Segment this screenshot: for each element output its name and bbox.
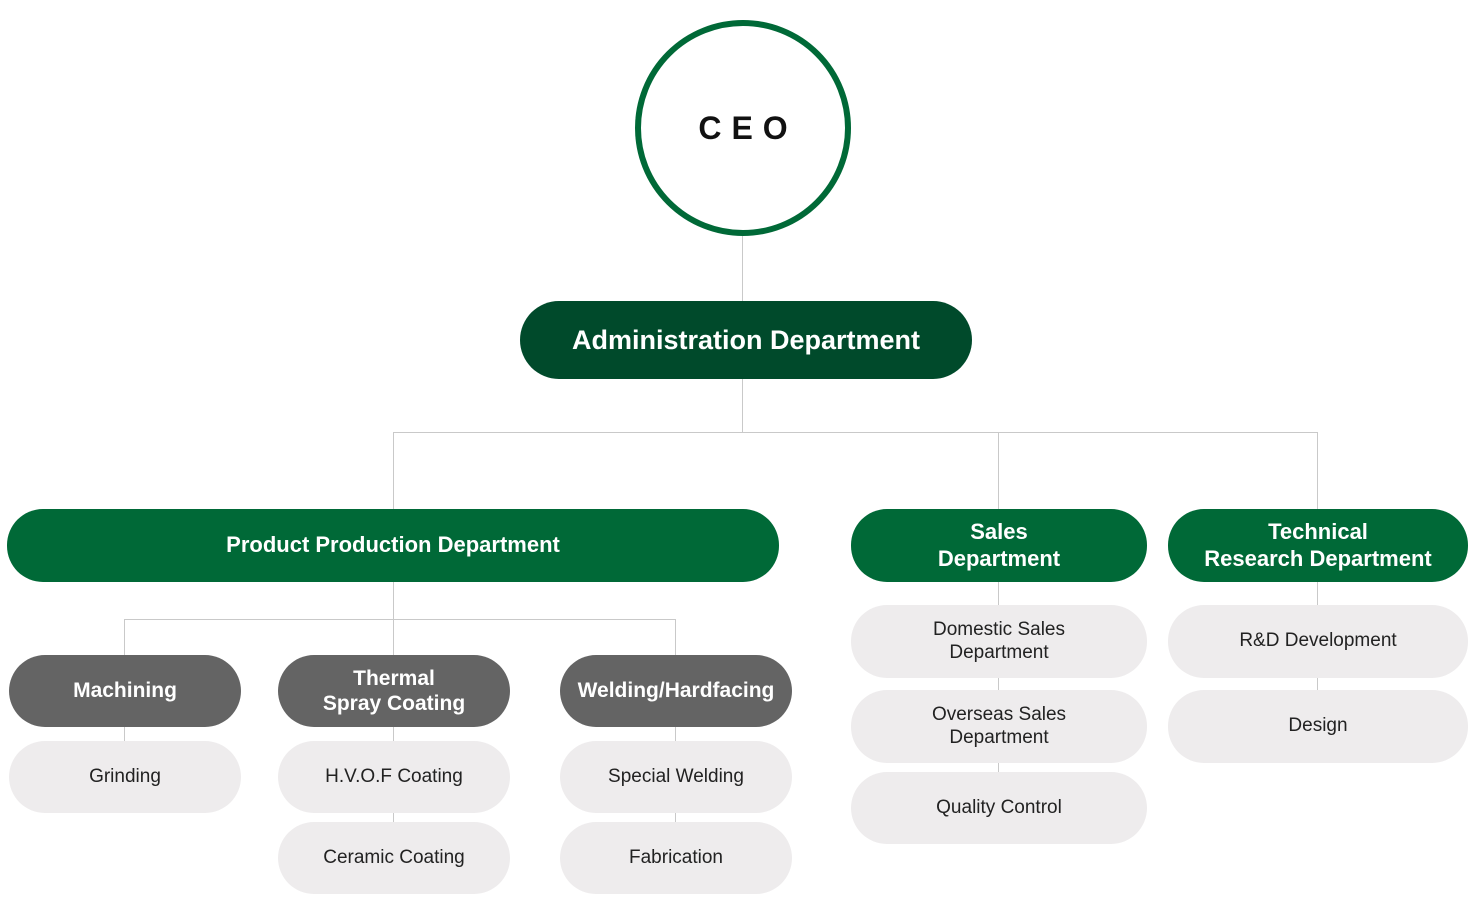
design-unit-node: Design [1168,690,1468,763]
connector-machining [124,619,125,655]
machining-team-node: Machining [9,655,241,727]
ceramic-coating-unit-node: Ceramic Coating [278,822,510,894]
quality-control-unit-node: Quality Control [851,772,1147,844]
connector-production [393,432,394,509]
connector-machining-units [124,727,125,741]
connector-department-bus [393,432,1318,433]
connector-welding [675,619,676,655]
domestic-sales-unit-node: Domestic Sales Department [851,605,1147,678]
connector-production-bus [393,582,394,620]
connector-team-bus [124,619,676,620]
special-welding-unit-node: Special Welding [560,741,792,813]
overseas-sales-unit-node: Overseas Sales Department [851,690,1147,763]
sales-department-node: Sales Department [851,509,1147,582]
connector-technical [1317,432,1318,509]
rnd-development-unit-node: R&D Development [1168,605,1468,678]
connector-thermal [393,619,394,655]
connector-ceo-admin [742,236,743,301]
administration-department-node: Administration Department [520,301,972,379]
connector-admin-bus [742,379,743,433]
hvof-coating-unit-node: H.V.O.F Coating [278,741,510,813]
thermal-spray-coating-team-node: Thermal Spray Coating [278,655,510,727]
technical-research-department-node: Technical Research Department [1168,509,1468,582]
ceo-node: CEO [635,20,851,236]
product-production-department-node: Product Production Department [7,509,779,582]
welding-hardfacing-team-node: Welding/Hardfacing [560,655,792,727]
connector-sales [998,432,999,509]
grinding-unit-node: Grinding [9,741,241,813]
fabrication-unit-node: Fabrication [560,822,792,894]
